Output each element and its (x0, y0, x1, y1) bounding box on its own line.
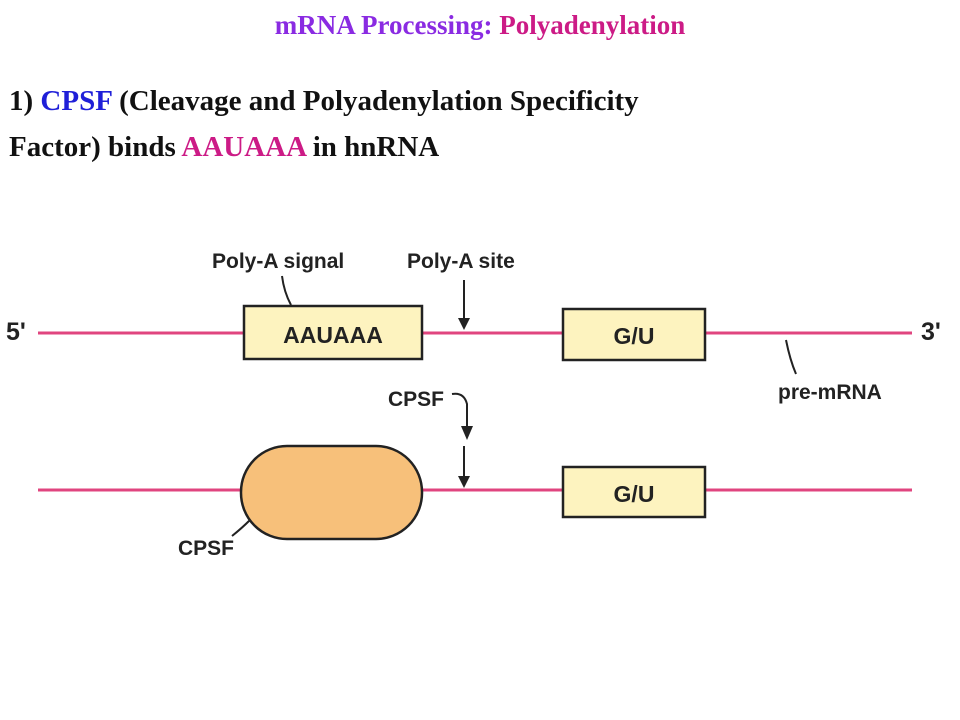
slide-title: mRNA Processing: Polyadenylation (0, 10, 960, 41)
point-ending: in hnRNA (312, 131, 440, 163)
five-prime-label: 5' (6, 318, 26, 346)
point-1: 1) CPSF (Cleavage and Polyadenylation Sp… (9, 78, 949, 170)
aauaaa-term: AAUAAA (181, 131, 306, 163)
gu-box-top-label: G/U (614, 323, 655, 349)
point-number: 1) (9, 85, 34, 117)
aauaaa-box (242, 304, 424, 361)
point-1-line-2: Factor) binds AAUAAA in hnRNA (9, 124, 949, 170)
point-1-line-1: 1) CPSF (Cleavage and Polyadenylation Sp… (9, 78, 949, 124)
poly-a-signal-label: Poly-A signal (212, 250, 344, 273)
cpsf-bound-label: CPSF (178, 537, 234, 560)
cpsf-site-arrowhead (458, 476, 470, 488)
cpsf-full-name-cont: Factor) binds (9, 131, 176, 163)
title-subtopic: Polyadenylation (499, 10, 686, 40)
cpsf-arrow-head (461, 426, 473, 440)
pre-mrna-label: pre-mRNA (778, 381, 882, 404)
title-topic: mRNA Processing: (274, 10, 493, 40)
three-prime-label: 3' (921, 318, 941, 346)
cpsf-arrow-label: CPSF (388, 388, 444, 411)
cpsf-term: CPSF (40, 85, 112, 117)
cpsf-bound-leader (231, 519, 251, 537)
poly-a-signal-leader (281, 275, 292, 306)
gu-box-bottom (561, 465, 707, 519)
gu-box-top (561, 307, 707, 362)
pre-mrna-leader (785, 339, 797, 375)
poly-a-site-label: Poly-A site (407, 250, 515, 273)
poly-a-site-arrowhead (458, 318, 470, 330)
cpsf-arrow-curl (451, 392, 468, 430)
cpsf-full-name: (Cleavage and Polyadenylation Specificit… (119, 85, 639, 117)
aauaaa-box-label: AAUAAA (283, 322, 383, 348)
gu-box-bottom-label: G/U (614, 481, 655, 507)
cpsf-bound-complex (239, 444, 424, 541)
